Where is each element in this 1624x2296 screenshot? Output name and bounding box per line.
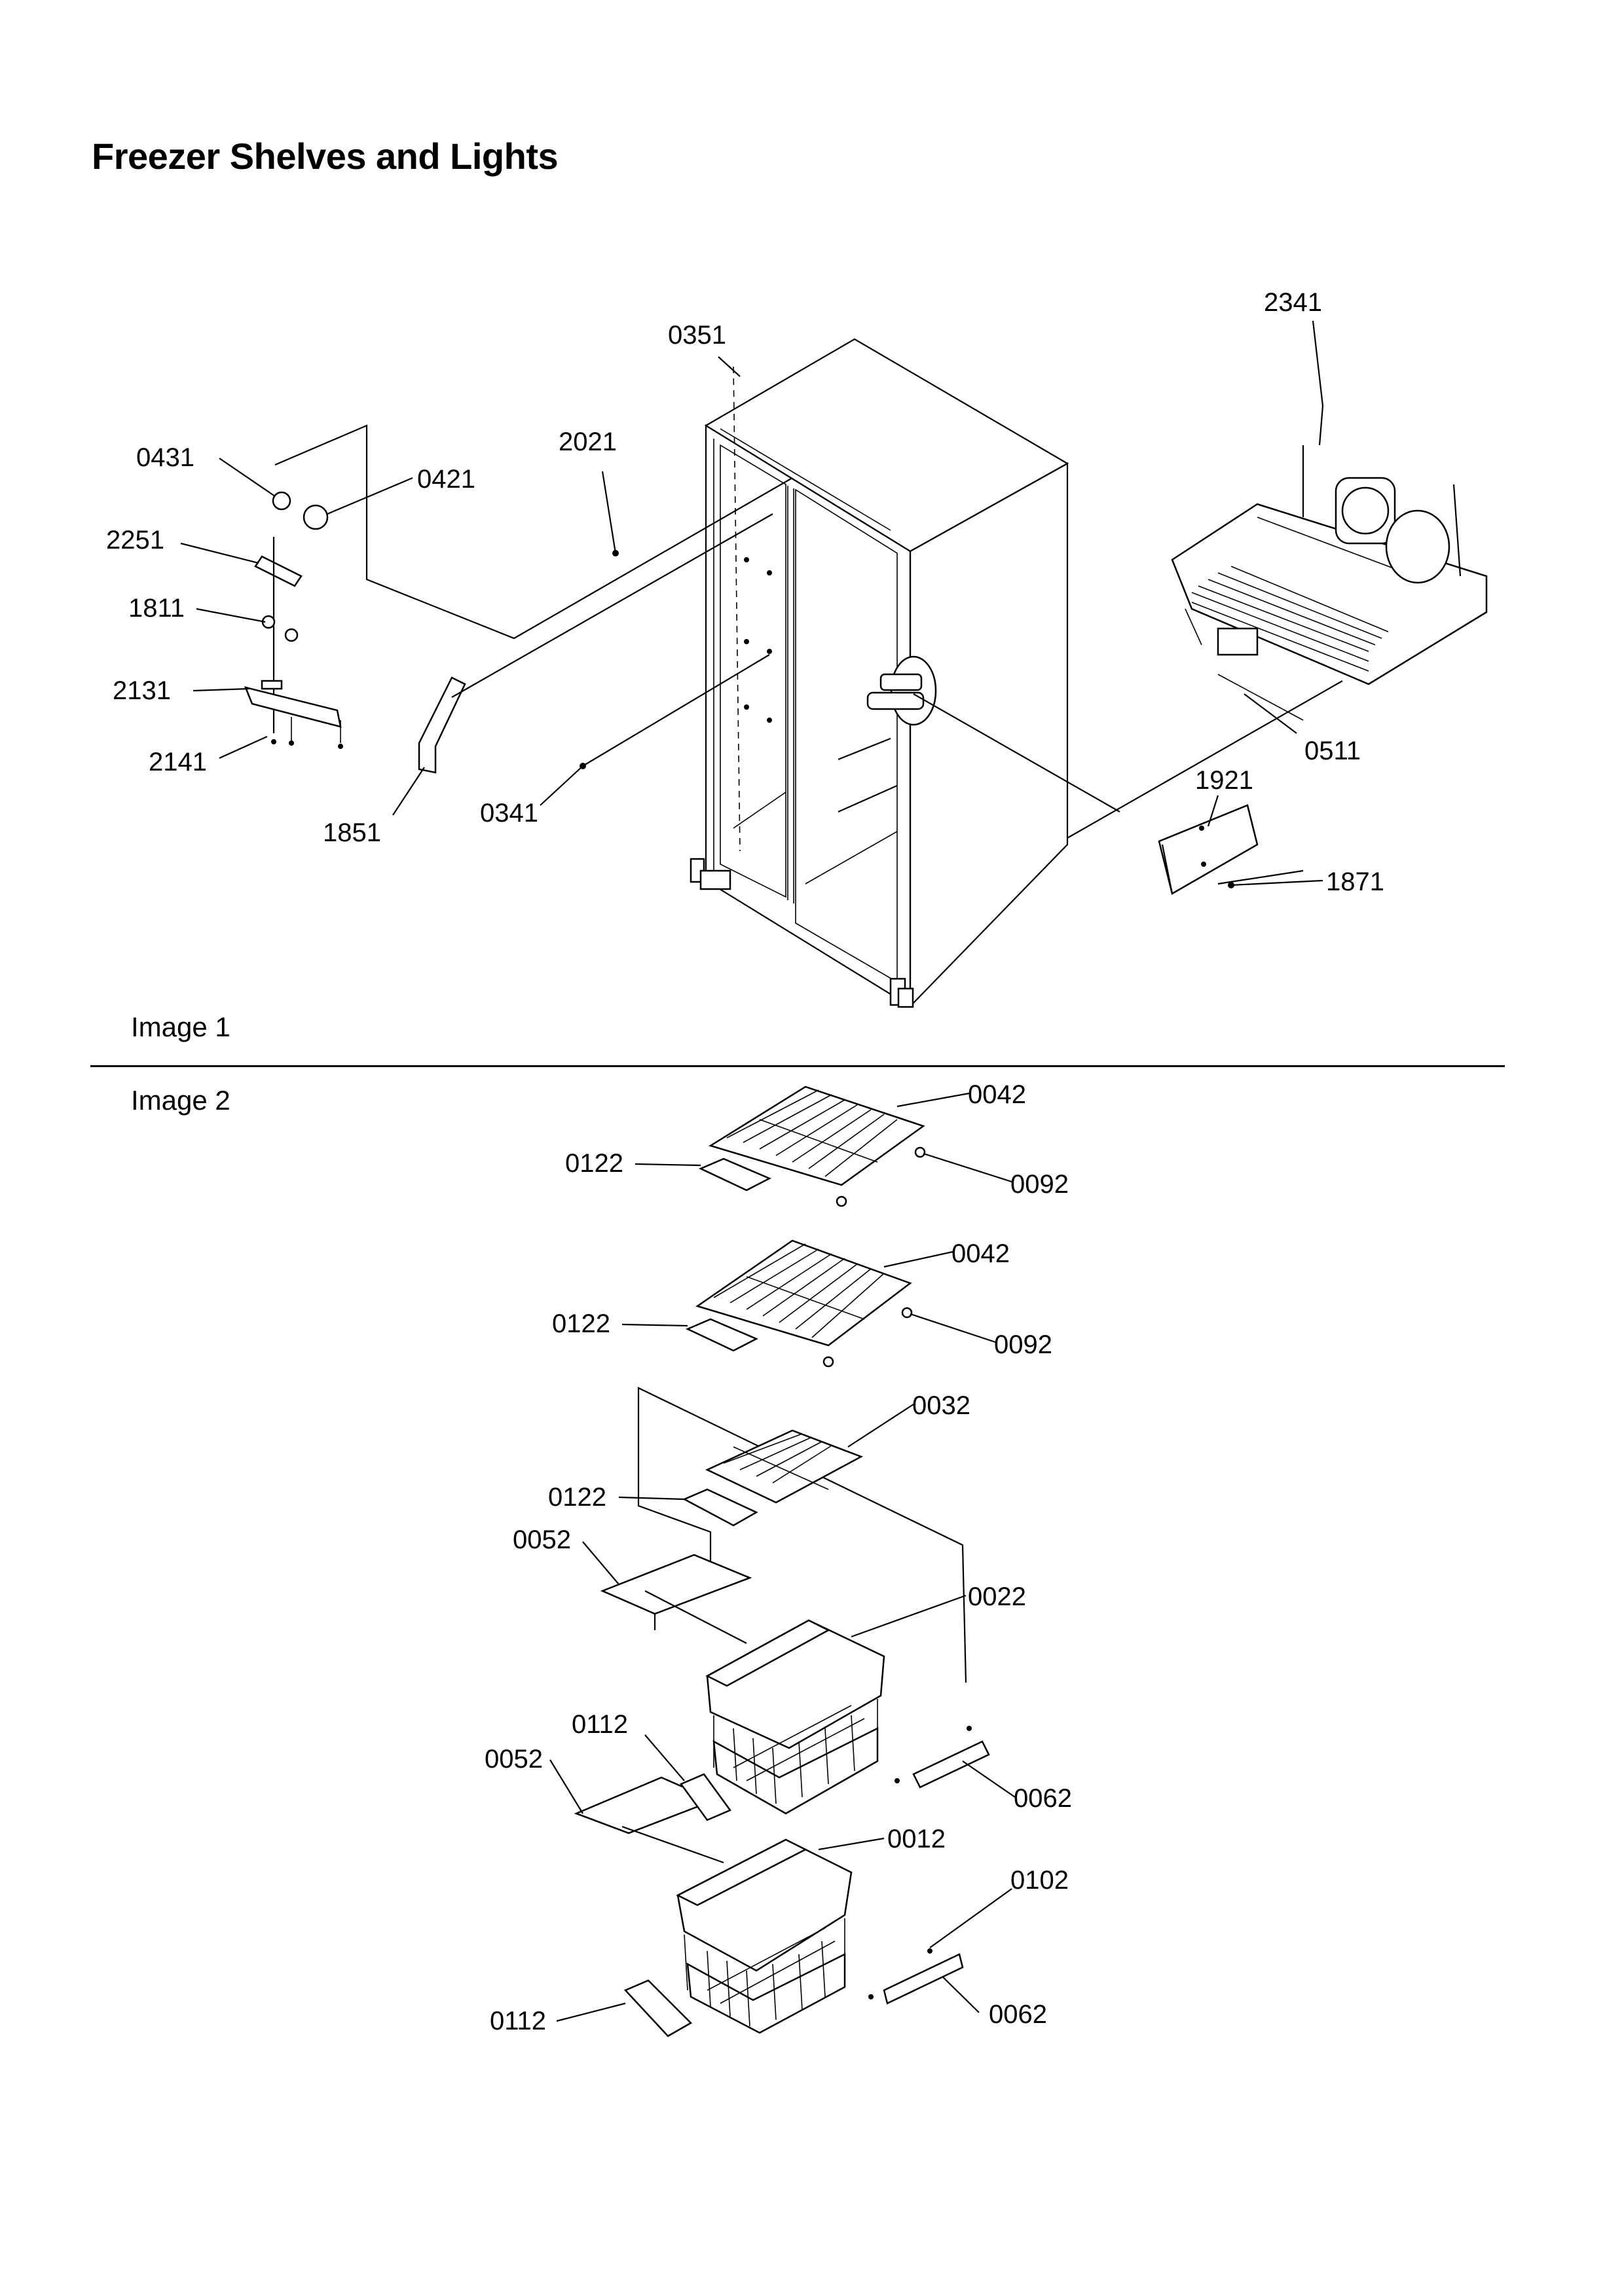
callout-2341: 2341 <box>1264 288 1322 317</box>
callout-0092: 0092 <box>994 1330 1052 1359</box>
callout-0052: 0052 <box>485 1745 543 1774</box>
callout-0052: 0052 <box>513 1525 571 1554</box>
section-label-image-2: Image 2 <box>131 1085 231 1116</box>
callout-0042: 0042 <box>951 1239 1010 1268</box>
light-shield-1921 <box>1158 804 1304 895</box>
callout-0062: 0062 <box>989 2000 1047 2029</box>
callout-2251: 2251 <box>106 526 164 555</box>
callout-1921: 1921 <box>1195 766 1253 795</box>
callout-0122: 0122 <box>548 1483 606 1512</box>
callout-0122: 0122 <box>565 1149 623 1178</box>
callout-0431: 0431 <box>136 443 194 472</box>
callout-0042: 0042 <box>968 1080 1026 1109</box>
basket-upper <box>600 1554 990 1815</box>
light-socket-assembly <box>244 424 793 749</box>
callout-0112: 0112 <box>490 2007 546 2035</box>
callout-0022: 0022 <box>968 1582 1026 1611</box>
callout-2131: 2131 <box>113 676 171 705</box>
callout-0112: 0112 <box>572 1710 628 1739</box>
section-label-image-1: Image 1 <box>131 1011 231 1042</box>
callout-0341: 0341 <box>480 799 538 828</box>
wire-shelf-middle <box>685 1239 913 1368</box>
refrigerator-cabinet <box>690 338 1343 1008</box>
wire-shelf-top <box>698 1085 926 1207</box>
callout-0032: 0032 <box>912 1391 970 1420</box>
section-divider <box>90 1065 1505 1067</box>
callout-0511: 0511 <box>1304 737 1361 765</box>
callout-1871: 1871 <box>1326 867 1384 896</box>
light-shield-1851 <box>418 513 773 774</box>
callout-leaders-image-1 <box>180 320 1324 886</box>
callout-0092: 0092 <box>1010 1170 1069 1199</box>
callout-0102: 0102 <box>1010 1866 1069 1895</box>
wire-shelf-small <box>637 1387 967 1683</box>
callout-0351: 0351 <box>668 321 726 350</box>
callout-1811: 1811 <box>128 594 185 623</box>
compressor-machine-compartment <box>1171 445 1488 721</box>
callout-0012: 0012 <box>887 1825 946 1853</box>
basket-lower <box>574 1773 964 2037</box>
callout-leaders-image-2 <box>549 1092 1016 2022</box>
callout-labels-image-1: 2341 0351 2021 0431 0421 2251 1811 2131 … <box>106 288 1384 896</box>
callout-labels-image-2: 0042 0122 0092 0042 0122 0092 0032 0122 … <box>485 1080 1072 2035</box>
callout-2141: 2141 <box>149 748 207 776</box>
callout-0421: 0421 <box>417 465 475 494</box>
callout-0062: 0062 <box>1014 1784 1072 1813</box>
page-title: Freezer Shelves and Lights <box>92 136 559 177</box>
callout-1851: 1851 <box>323 818 381 847</box>
callout-0122: 0122 <box>552 1309 610 1338</box>
callout-2021: 2021 <box>559 428 617 456</box>
